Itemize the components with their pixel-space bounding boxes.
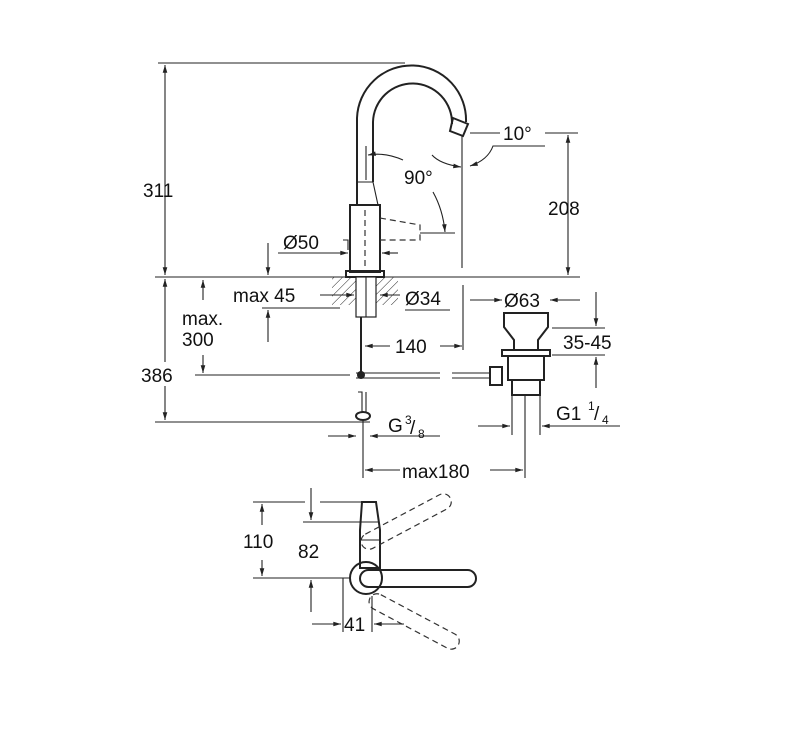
drain-thread-den: 4 (602, 413, 609, 427)
dim-projection: 140 (395, 337, 427, 358)
dim-handle-depth: 82 (298, 542, 319, 563)
dim-spout-angle: 10° (503, 124, 532, 145)
dim-spout-height: 208 (548, 199, 580, 220)
dim-drain-height: 35-45 (563, 333, 612, 354)
drain-thread-num: 1 (588, 399, 595, 413)
aerator (448, 116, 470, 138)
dim-drain-thread: G1 (556, 404, 581, 425)
dim-top-depth: 110 (243, 532, 273, 553)
side-dimensions: 311 10° 208 90° Ø50 max 45 Ø34 max. 300 (140, 62, 580, 483)
supply-thread-num: 3 (405, 413, 412, 427)
handle-dashed-up (360, 493, 452, 550)
dim-offset: 41 (344, 615, 365, 636)
fraction-slash: / (594, 404, 600, 425)
dim-max-deck: max 45 (233, 286, 295, 307)
handle-dashed-down (368, 593, 460, 650)
dim-body-diameter: Ø50 (283, 233, 319, 254)
dim-max-distance: max180 (402, 462, 470, 483)
handle-dashed (379, 217, 421, 241)
dim-swivel-angle: 90° (404, 168, 433, 189)
dim-drain-diameter: Ø63 (504, 291, 540, 312)
handle-lever (359, 569, 477, 588)
dim-max-label: max. (182, 309, 223, 330)
drain-assembly: Ø63 35-45 G1 1 / 4 (470, 291, 620, 478)
dim-max-value: 300 (182, 330, 214, 351)
dim-total-height: 311 (143, 181, 173, 202)
faucet-side-view (343, 64, 470, 278)
dim-hole-diameter: Ø34 (405, 289, 441, 310)
supply-thread-den: 8 (418, 427, 425, 441)
dim-supply-thread: G (388, 416, 403, 437)
faucet-top-view: 110 82 41 (243, 488, 477, 650)
fraction-slash: / (410, 418, 416, 439)
dim-below-deck: 386 (141, 366, 173, 387)
